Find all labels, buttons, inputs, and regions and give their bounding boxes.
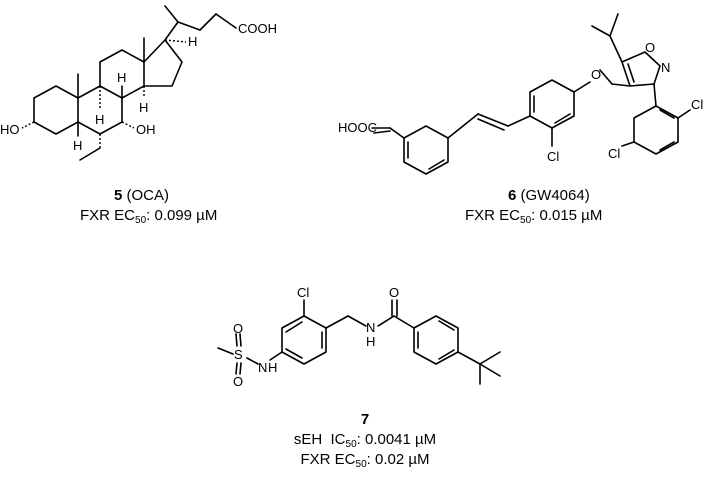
compound-6-structure: HOOC Cl O O N Cl Cl	[338, 13, 703, 175]
c6-hooc-label: HOOC	[338, 120, 377, 135]
c7-cl-label: Cl	[297, 285, 309, 300]
compound-5-structure: COOH H H H H H HO OH	[0, 5, 277, 161]
compound-7-activity-seh: sEH IC50: 0.0041 µM	[255, 430, 475, 450]
c6-ring-o-label: O	[645, 40, 655, 55]
c7-line2-sub: 50	[355, 459, 367, 470]
c7-sulfonamide-n-label: N	[258, 360, 267, 375]
compound-6-title: 6 (GW4064)	[465, 186, 665, 206]
c7-line2-prefix: FXR EC	[300, 451, 356, 468]
c7-line1-sub: 50	[345, 439, 357, 450]
c5-ho-label: HO	[0, 122, 20, 137]
c5-c5-h-label: H	[73, 138, 82, 153]
c5-assay-sub: 50	[135, 215, 147, 226]
c6-cl-top-label: Cl	[691, 97, 703, 112]
c7-o-top-label: O	[233, 321, 243, 336]
compound-5-number: 5	[114, 187, 123, 204]
c7-amide-h-label: H	[366, 334, 375, 349]
c5-c9-h-label: H	[95, 112, 104, 127]
c5-cooh-label: COOH	[238, 21, 277, 36]
compound-7-structure: S O O N H Cl N H O	[217, 285, 501, 389]
c6-assay-prefix: FXR EC	[465, 207, 521, 224]
compound-7-number: 7	[360, 411, 370, 428]
compound-7-activity-fxr: FXR EC50: 0.02 µM	[255, 450, 475, 470]
c6-cl-left-label: Cl	[547, 149, 559, 164]
c7-line2-value: : 0.02 µM	[366, 451, 430, 468]
c6-assay-sub: 50	[520, 215, 532, 226]
c7-sulfonamide-h-label: H	[268, 360, 277, 375]
compound-5-title: 5 (OCA)	[80, 186, 260, 206]
c7-amide-n-label: N	[366, 320, 375, 335]
c5-oh-label: OH	[136, 122, 156, 137]
compound-6-caption: 6 (GW4064) FXR EC50: 0.015 µM	[465, 186, 665, 226]
c5-assay-prefix: FXR EC	[80, 207, 136, 224]
compound-5-activity: FXR EC50: 0.099 µM	[80, 206, 260, 226]
c6-ring-n-label: N	[661, 60, 670, 75]
c7-line1-prefix: sEH IC	[293, 431, 346, 448]
c7-line1-value: : 0.0041 µM	[356, 431, 437, 448]
compound-6-activity: FXR EC50: 0.015 µM	[465, 206, 665, 226]
c7-s-label: S	[234, 347, 243, 362]
compound-6-number: 6	[508, 187, 517, 204]
compound-5-caption: 5 (OCA) FXR EC50: 0.099 µM	[80, 186, 260, 226]
compound-6-name: (GW4064)	[520, 187, 590, 204]
c5-c8-h-label: H	[117, 70, 126, 85]
c5-c14-h-label: H	[139, 100, 148, 115]
c7-carbonyl-o-label: O	[389, 285, 399, 300]
compound-5-name: (OCA)	[126, 187, 170, 204]
c6-ether-o-label: O	[591, 67, 601, 82]
c6-cl-bottom-label: Cl	[608, 146, 620, 161]
c5-side-h-label: H	[188, 34, 197, 49]
c7-o-bottom-label: O	[233, 374, 243, 389]
c5-assay-value: : 0.099 µM	[146, 207, 218, 224]
c6-assay-value: : 0.015 µM	[531, 207, 603, 224]
compound-7-caption: 7 sEH IC50: 0.0041 µM FXR EC50: 0.02 µM	[255, 410, 475, 470]
